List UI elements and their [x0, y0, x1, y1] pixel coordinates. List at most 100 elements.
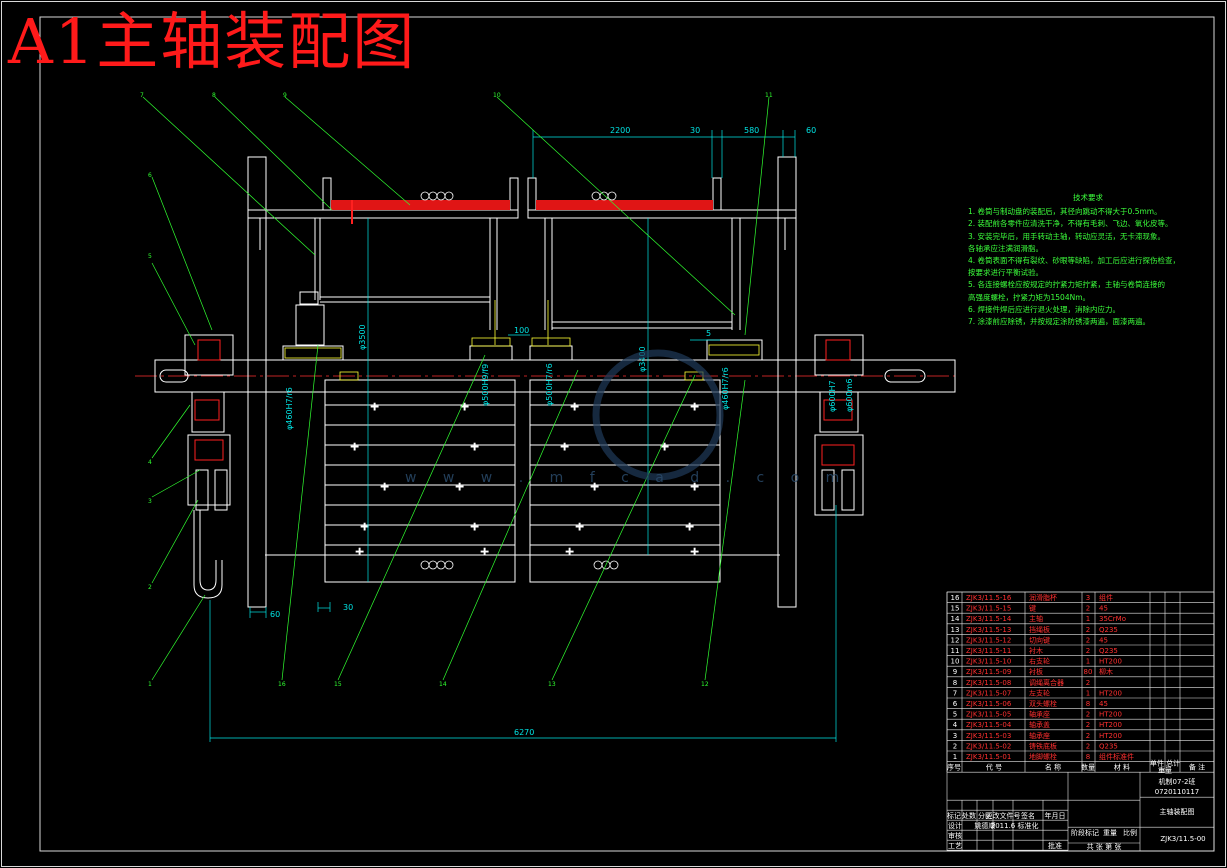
tb-scale: 比例 [1123, 828, 1137, 837]
bom-cell-no: 11 [951, 647, 960, 655]
bom-cell-qty: 8 [1086, 700, 1090, 708]
dim-30-bottom: 30 [343, 603, 353, 612]
dim-phi500a: φ500H9/f9 [481, 364, 490, 406]
bom-cell-code: ZJK3/11.5-07 [966, 689, 1011, 697]
bom-cell-mat: HT200 [1099, 721, 1122, 729]
bom-cell-mat: Q235 [1099, 626, 1118, 634]
dim-60-bottom: 60 [270, 610, 280, 619]
tb-review: 审核 [948, 831, 962, 840]
bom-header-note: 备 注 [1189, 763, 1205, 772]
watermark-logo [592, 349, 724, 481]
tb-design: 设计 [948, 821, 962, 830]
bom-cell-no: 12 [951, 636, 960, 644]
tb-row-label: 处数 [962, 811, 976, 820]
tb-student-no: 0720110117 [1155, 788, 1200, 796]
bom-cell-qty: 1 [1086, 615, 1090, 623]
tech-item: 按要求进行平衡试验。 [968, 268, 1043, 278]
bom-cell-qty: 2 [1086, 732, 1090, 740]
bom-cell-name: 左支轮 [1029, 688, 1050, 697]
balloon-9: 9 [283, 92, 287, 99]
bom-cell-qty: 2 [1086, 721, 1090, 729]
svg-text:+: + [460, 400, 469, 413]
drawing-title: A1主轴装配图 [8, 5, 417, 78]
tb-process: 工艺 [948, 842, 962, 850]
bom-cell-qty: 80 [1084, 668, 1093, 676]
balloon-10: 10 [493, 92, 501, 99]
balloon-7: 7 [140, 92, 144, 99]
bom-cell-name: 铸铁底板 [1029, 741, 1057, 750]
tb-drawing-no: ZJK3/11.5-00 [1160, 835, 1205, 843]
svg-text:+: + [690, 400, 699, 413]
bom-cell-qty: 2 [1086, 626, 1090, 634]
tb-row-label: 年月日 [1045, 811, 1066, 820]
bom-cell-mat: 柳木 [1099, 667, 1113, 676]
tb-row-label: 更改文件号 [986, 811, 1021, 820]
bom-cell-code: ZJK3/11.5-11 [966, 647, 1011, 655]
watermark-text: w w w . m f c a d . c o m [405, 470, 851, 486]
dim-6270: 6270 [514, 728, 534, 737]
dimension-lines [209, 130, 837, 742]
bom-cell-qty: 2 [1086, 647, 1090, 655]
tech-item: 4. 卷筒表面不得有裂纹、砂眼等缺陷，加工后应进行探伤检查， [968, 256, 1181, 266]
bom-cell-mat: HT200 [1099, 711, 1122, 719]
bom-cell-qty: 2 [1086, 742, 1090, 750]
leader-lines [142, 96, 770, 681]
tb-designer: 姚德顺 [975, 821, 996, 830]
dim-phi460b: φ460H7/r6 [721, 367, 730, 410]
tech-item: 各轴承应注满润滑脂。 [968, 243, 1043, 253]
balloon-3: 3 [148, 498, 152, 505]
balloon-12: 12 [701, 681, 709, 688]
tech-item: 7. 涂漆前应除锈，并按规定涂防锈漆两遍，面漆两遍。 [968, 317, 1151, 327]
dim-phi600: φ600H7 [828, 380, 837, 412]
yellow-hardware [284, 300, 760, 381]
bom-cell-no: 3 [953, 732, 957, 740]
tb-std: 标准化 [1018, 821, 1039, 830]
balloon-8: 8 [212, 92, 216, 99]
bom-cell-mat: HT200 [1099, 658, 1122, 666]
svg-text:+: + [370, 400, 379, 413]
bom-cell-name: 挡绳板 [1029, 625, 1050, 634]
tb-sheet: 共 张 第 张 [1087, 842, 1122, 851]
left-bearing-red [194, 339, 224, 461]
tech-item: 高强度螺栓，拧紧力矩为1504Nm。 [968, 292, 1091, 302]
bom-cell-mat: Q235 [1099, 742, 1118, 750]
svg-text:+: + [455, 480, 464, 493]
dim-phi600b: φ600m6 [845, 379, 854, 412]
tb-approve: 批准 [1048, 841, 1062, 850]
bom-cell-code: ZJK3/11.5-14 [966, 615, 1012, 623]
bom-cell-mat: 45 [1099, 700, 1108, 708]
bom-cell-name: 衬板 [1029, 667, 1043, 676]
bom-cell-name: 键 [1029, 604, 1036, 613]
svg-text:+: + [480, 545, 489, 558]
balloon-1: 1 [148, 681, 152, 688]
bom-cell-code: ZJK3/11.5-01 [966, 753, 1011, 761]
dimension-texts: 2200 30 580 60 100 5 60 30 6270 φ3500 φ3… [270, 126, 854, 737]
dim-phi460: φ460H7/r6 [285, 387, 294, 430]
svg-text:+: + [575, 520, 584, 533]
right-bearing [814, 334, 864, 516]
bom-cell-no: 5 [953, 711, 957, 719]
tb-stage: 阶段标记 [1071, 828, 1099, 837]
left-bearing [184, 334, 234, 599]
bom-cell-mat: 45 [1099, 605, 1108, 613]
balloon-numbers: 1 2 3 4 5 6 7 8 9 10 11 12 13 14 15 16 [140, 92, 773, 688]
bom-cell-no: 4 [953, 721, 958, 729]
svg-text:+: + [470, 520, 479, 533]
bom-cell-no: 8 [953, 679, 957, 687]
svg-text:+: + [660, 440, 669, 453]
tech-item: 3. 安装完毕后，用手转动主轴，转动应灵活，无卡滞现象。 [968, 231, 1166, 241]
svg-text:+: + [470, 440, 479, 453]
bom-cell-mat: 组件标准件 [1099, 752, 1134, 761]
dim-5: 5 [706, 329, 711, 338]
bom-cell-name: 轴承盖 [1029, 720, 1050, 729]
bom-cell-code: ZJK3/11.5-15 [966, 605, 1011, 613]
svg-text:+: + [380, 480, 389, 493]
bom-header-no: 序号 [947, 763, 961, 772]
drum-body: ++ ++ ++ ++ ++ ++ ++ ++ ++ ++ [265, 379, 780, 583]
tech-item: 5. 各连接螺栓应按规定的拧紧力矩拧紧，主轴与卷筒连接的 [968, 280, 1166, 290]
bom-header-code: 代 号 [986, 763, 1002, 772]
bom-cell-name: 轴承座 [1029, 710, 1050, 719]
